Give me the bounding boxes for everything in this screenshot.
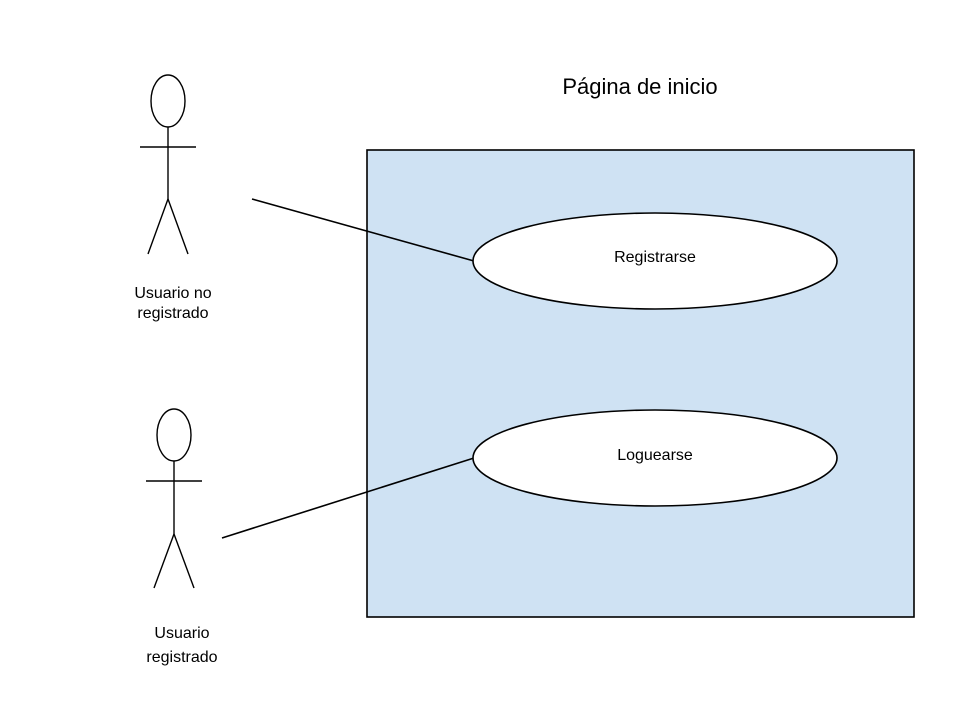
use-case-login-ellipse	[472, 409, 838, 507]
system-title: Página de inicio	[562, 74, 717, 99]
use-case-register: Registrarse	[472, 212, 838, 310]
actor-registered: Usuario registrado	[146, 408, 218, 666]
actor-unregistered: Usuario no registrado	[134, 74, 212, 322]
use-case-login: Loguearse	[472, 409, 838, 507]
actor-registered-label-line1: Usuario	[154, 625, 209, 642]
use-case-register-label: Registrarse	[614, 249, 696, 266]
association-registered-login	[221, 457, 475, 539]
actor-unregistered-label-line2: registrado	[137, 305, 208, 322]
stick-figure-icon	[140, 74, 196, 255]
actor-registered-label-line2: registrado	[146, 649, 217, 666]
association-unregistered-register	[251, 198, 475, 262]
use-case-register-ellipse	[472, 212, 838, 310]
use-case-login-label: Loguearse	[617, 447, 693, 464]
stick-figure-icon	[146, 408, 202, 589]
actor-unregistered-label-line1: Usuario no	[134, 285, 211, 302]
